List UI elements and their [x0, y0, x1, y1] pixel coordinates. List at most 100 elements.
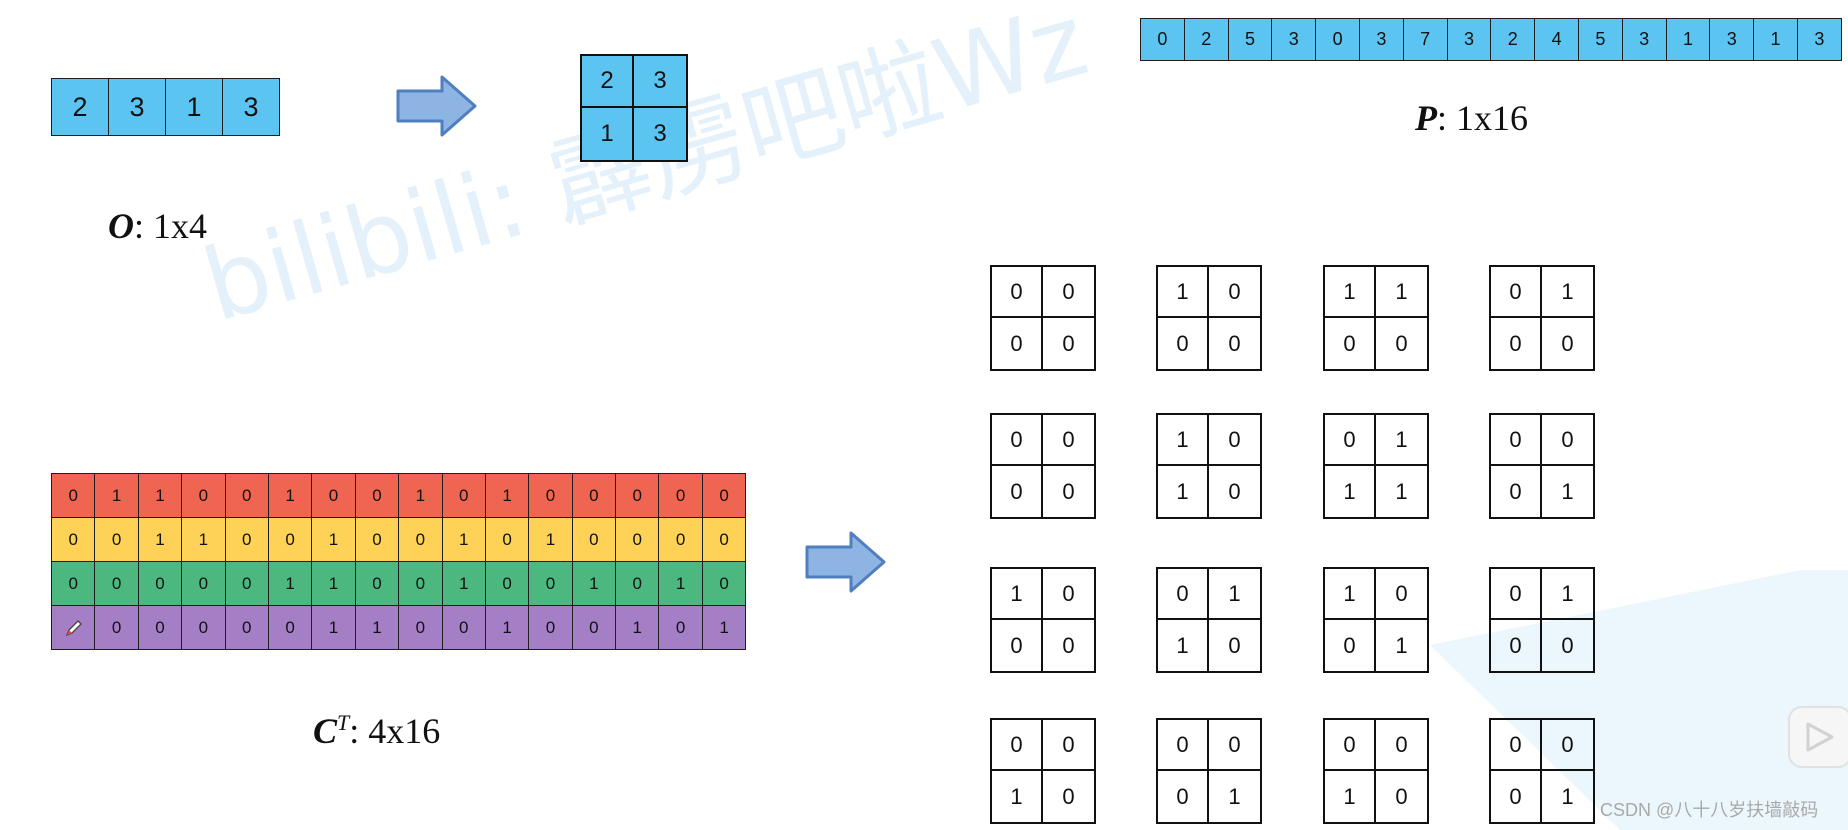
ct-cell: 0	[181, 605, 226, 650]
kernel-cell: 0	[1491, 720, 1542, 771]
kernel-cell: 1	[1158, 415, 1209, 466]
p-cell: 0	[1140, 18, 1185, 61]
kernel-cell: 0	[1491, 318, 1542, 369]
o-reshaped-cell: 3	[653, 120, 667, 147]
kernel-cell: 0	[1228, 330, 1241, 356]
ct-cell: 1	[441, 517, 486, 562]
ct-cell: 0	[354, 473, 400, 518]
ct-cell: 0	[658, 473, 703, 518]
kernel-cell: 0	[1228, 632, 1241, 658]
ct-cell: 1	[398, 473, 443, 518]
ct-cell: 0	[658, 605, 703, 650]
ct-cell: 1	[181, 517, 226, 562]
kernel-cell: 0	[1325, 620, 1376, 671]
kernel-cell: 0	[1158, 720, 1209, 771]
ct-cell: 1	[658, 561, 703, 606]
ct-cell: 0	[571, 605, 617, 650]
ct-cell: 0	[224, 473, 269, 518]
ct-cell: 1	[484, 605, 530, 650]
kernel-cell: 1	[1325, 466, 1376, 517]
kernel-cell: 0	[1395, 783, 1408, 809]
ct-cell: 1	[311, 605, 356, 650]
p-cell: 3	[1358, 18, 1404, 61]
o-cell: 1	[165, 78, 223, 136]
ct-cell: 0	[441, 605, 486, 650]
ct-cell: 1	[137, 473, 183, 518]
ct-cell: 0	[94, 605, 139, 650]
ct-cell: 1	[484, 473, 530, 518]
ct-cell: 0	[137, 561, 183, 606]
ct-cell: 0	[224, 605, 269, 650]
kernel-cell: 0	[1062, 783, 1075, 809]
kernel-cell: 1	[1561, 478, 1574, 504]
kernel-cell: 0	[1325, 720, 1376, 771]
p-cell: 5	[1227, 18, 1273, 61]
p-cell: 3	[1271, 18, 1317, 61]
kernel-cell: 0	[992, 720, 1043, 771]
p-cell: 5	[1577, 18, 1623, 61]
kernel-cell: 0	[1325, 415, 1376, 466]
kernel-cell: 0	[1491, 415, 1542, 466]
p-cell: 1	[1753, 18, 1798, 61]
ct-cell: 0	[398, 605, 443, 650]
kernel-cell: 0	[1043, 720, 1094, 771]
p-label: P: 1x16	[1415, 98, 1529, 138]
o-cell: 3	[222, 78, 280, 136]
kernel-cell: 1	[1325, 569, 1376, 620]
kernel-cell: 1	[1561, 783, 1574, 809]
play-icon	[1806, 722, 1834, 752]
kernel-cell: 1	[1325, 267, 1376, 318]
kernel-cell: 0	[1228, 478, 1241, 504]
ct-cell: 0	[267, 605, 313, 650]
o-reshaped-cell: 2	[582, 56, 634, 108]
ct-cell: 0	[658, 517, 703, 562]
kernel-cell: 0	[1043, 569, 1094, 620]
kernel-cell: 1	[1376, 415, 1427, 466]
right-arrow-icon	[396, 75, 477, 137]
kernel-cell: 0	[992, 620, 1043, 671]
kernel-cell: 1	[1158, 620, 1209, 671]
kernel-cell: 1	[992, 569, 1043, 620]
kernel-cell: 0	[1395, 330, 1408, 356]
ct-cell: 0	[701, 561, 747, 606]
o-reshaped-cell: 3	[634, 56, 686, 108]
ct-cell: 0	[571, 517, 617, 562]
decorative-corner-shape	[1430, 570, 1848, 830]
o-cell: 2	[51, 78, 109, 136]
ct-cell: 0	[528, 605, 573, 650]
ct-cell: 0	[311, 473, 356, 518]
kernel-cell: 0	[1491, 267, 1542, 318]
ct-cell: 1	[571, 561, 617, 606]
kernel-cell: 0	[1062, 478, 1075, 504]
ct-cell: 0	[224, 561, 269, 606]
kernel-cell: 0	[992, 466, 1043, 517]
play-button[interactable]	[1788, 706, 1848, 768]
ct-cell: 0	[267, 517, 313, 562]
ct-cell: 0	[484, 517, 530, 562]
kernel-cell: 1	[1376, 267, 1427, 318]
kernel-cell: 1	[1158, 466, 1209, 517]
ct-cell: 1	[311, 561, 356, 606]
kernel-cell: 0	[1561, 632, 1574, 658]
kernel-cell: 0	[1062, 632, 1075, 658]
kernel-cell: 0	[1209, 415, 1260, 466]
ct-cell: 1	[94, 473, 139, 518]
ct-cell: 1	[137, 517, 183, 562]
right-arrow-icon	[805, 531, 886, 593]
kernel-cell: 0	[1209, 720, 1260, 771]
ct-cell: 0	[51, 517, 96, 562]
ct-cell: 1	[701, 605, 747, 650]
